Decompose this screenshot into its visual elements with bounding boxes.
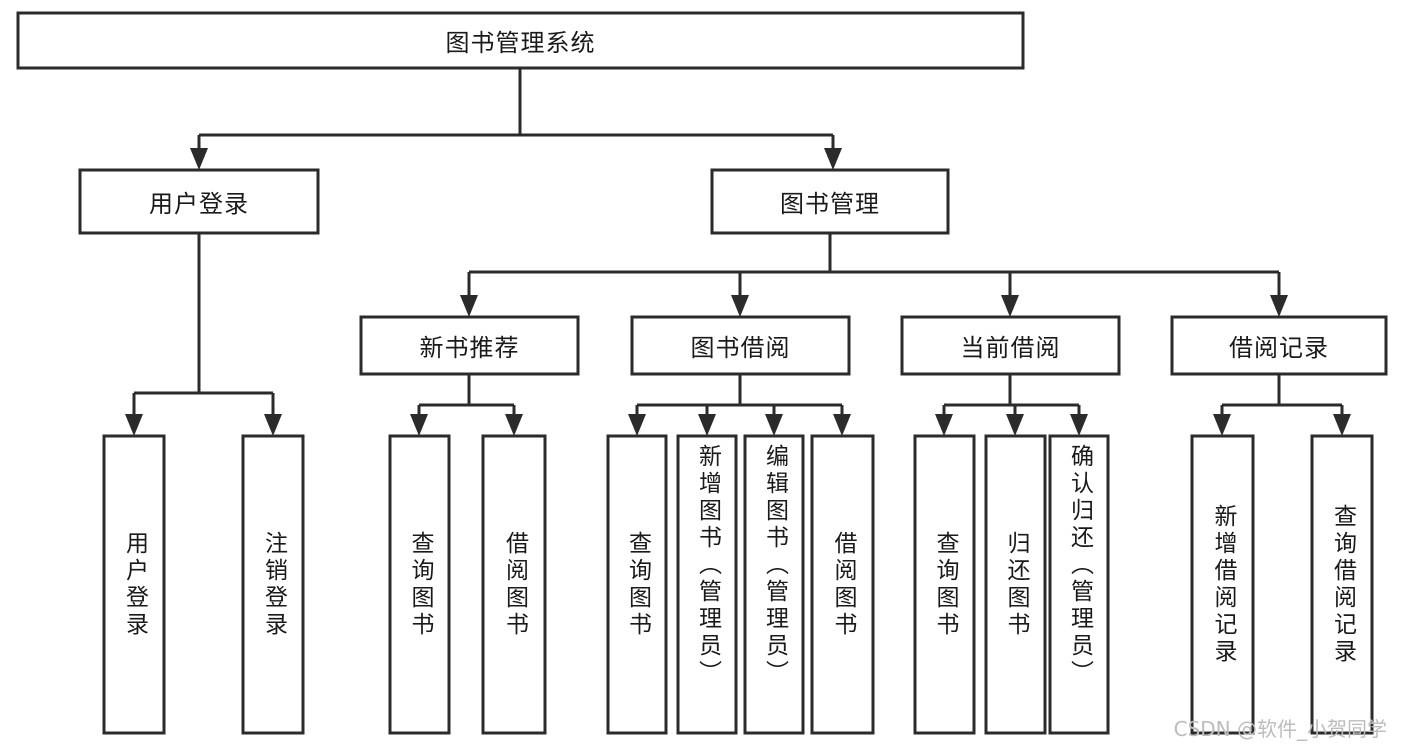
node-box-book-borrow[interactable] [630,315,851,376]
node-box-new-book-recommend[interactable] [359,315,580,376]
arrow-head-leaf-edit-book [765,414,783,436]
connector-borrow-record-to-leaves [1213,374,1351,436]
arrow-head-leaf-add-book [698,414,716,436]
connector-current-borrow-to-leaves [935,374,1088,436]
node-box-leaf-borrow-book-1[interactable] [481,434,547,735]
node-box-leaf-query-book-3[interactable] [913,434,976,735]
node-box-leaf-confirm-return[interactable] [1048,434,1110,735]
node-box-leaf-borrow-book-2[interactable] [810,434,875,735]
node-box-current-borrow[interactable] [900,315,1121,376]
arrow-head-new-book-recommend [460,295,478,317]
arrow-head-current-borrow [1001,295,1019,317]
arrow-head-user-login [190,148,208,170]
node-box-leaf-return-book[interactable] [984,434,1047,735]
node-box-user-login[interactable] [78,168,320,235]
connector-book-borrow-to-leaves [628,374,851,436]
node-box-leaf-query-book-1[interactable] [388,434,451,735]
arrow-head-book-management [824,148,842,170]
arrow-head-leaf-logout [264,414,282,436]
arrow-head-leaf-query-book-1 [410,414,428,436]
arrow-head-leaf-query-book-2 [628,414,646,436]
node-box-book-management[interactable] [710,168,950,235]
arrow-head-borrow-record [1270,295,1288,317]
node-box-root[interactable] [16,11,1025,70]
arrow-head-leaf-borrow-book-2 [833,414,851,436]
connector-user-login-to-leaves [125,233,282,436]
arrow-head-leaf-query-record [1333,414,1351,436]
arrow-head-leaf-query-book-3 [935,414,953,436]
node-box-leaf-edit-book[interactable] [743,434,805,735]
node-box-leaf-logout[interactable] [241,434,305,735]
node-box-leaf-add-book[interactable] [676,434,738,735]
node-box-leaf-query-book-2[interactable] [606,434,668,735]
arrow-head-leaf-user-login [125,414,143,436]
arrow-head-leaf-add-record [1213,414,1231,436]
arrow-head-leaf-confirm-return [1070,414,1088,436]
arrow-head-leaf-return-book [1006,414,1024,436]
arrow-head-book-borrow [731,295,749,317]
arrow-head-leaf-borrow-book-1 [505,414,523,436]
node-box-leaf-user-login[interactable] [102,434,166,735]
node-box-leaf-add-record[interactable] [1190,434,1255,735]
node-box-leaf-query-record[interactable] [1310,434,1374,735]
connector-root-to-level2 [190,68,842,170]
connector-new-book-recommend-to-leaves [410,374,523,436]
connector-book-management-to-level3 [460,233,1288,317]
node-box-borrow-record[interactable] [1170,315,1388,376]
